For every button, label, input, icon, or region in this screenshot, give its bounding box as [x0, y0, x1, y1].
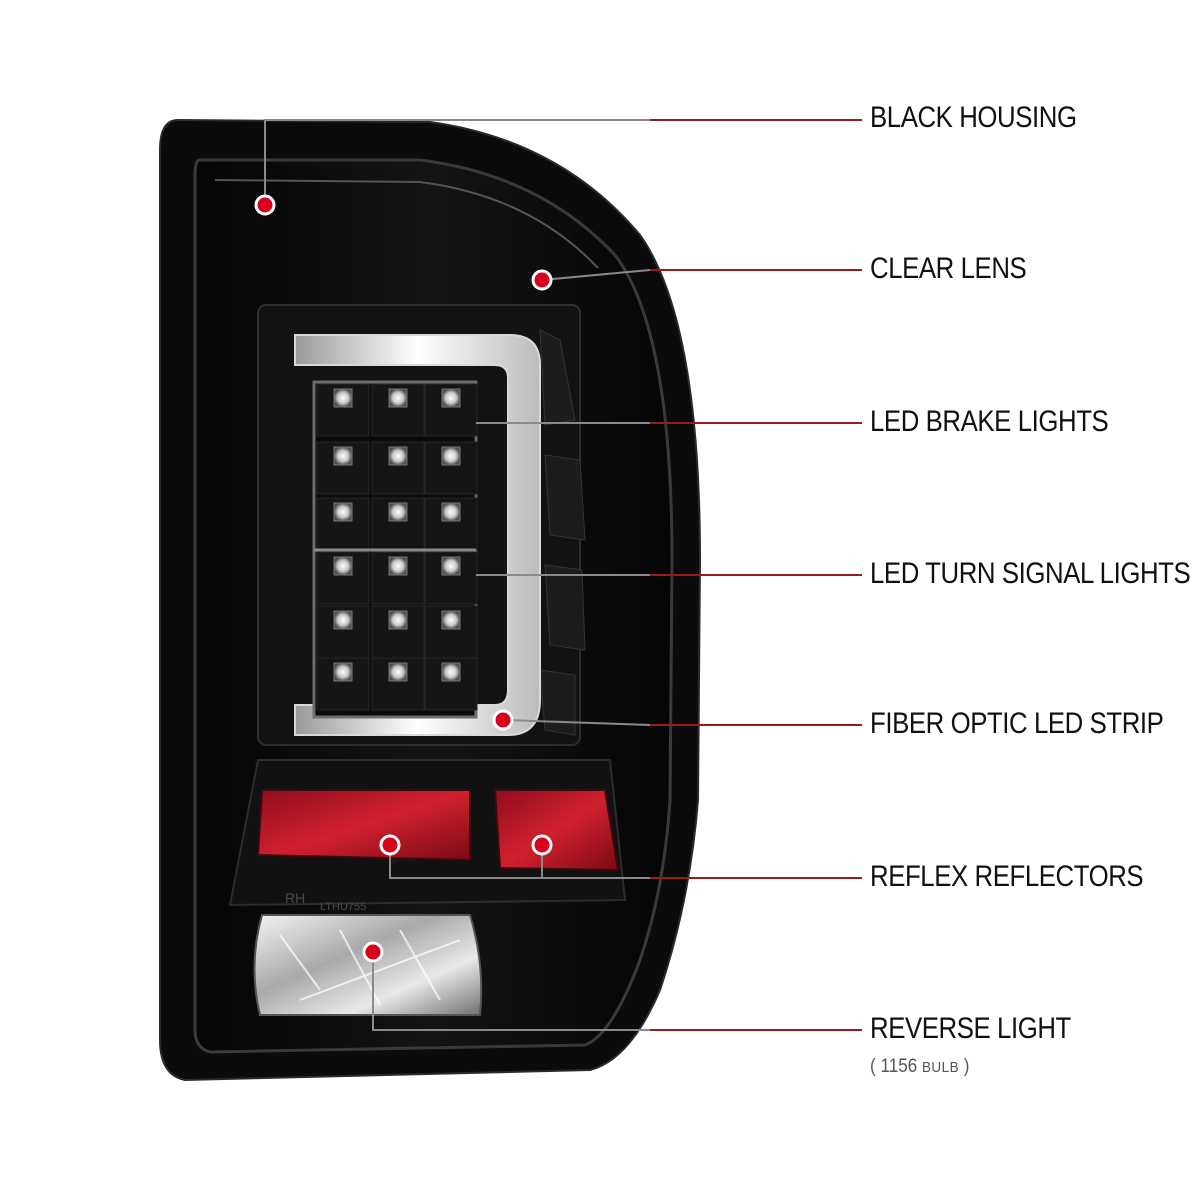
led-cell	[424, 497, 478, 551]
callout-fiber-optic-led-strip: FIBER OPTIC LED STRIP	[870, 707, 1164, 740]
led-emitter	[333, 502, 353, 522]
reverse-facets	[279, 929, 461, 1006]
callout-lines	[264, 119, 862, 1031]
callout-black-housing: BLACK HOUSING	[870, 101, 1077, 134]
led-emitter	[441, 446, 461, 466]
bulb-note-close: )	[963, 1056, 970, 1077]
fin-4	[539, 669, 576, 736]
led-emitter	[388, 556, 408, 576]
led-emitter	[441, 388, 461, 408]
led-emitter	[441, 556, 461, 576]
led-emitter	[388, 662, 408, 682]
led-cell	[424, 383, 478, 437]
fin-1	[539, 329, 576, 426]
dot-reflector-left	[379, 834, 401, 856]
bulb-note-open: (	[870, 1056, 876, 1077]
led-emitter	[333, 662, 353, 682]
part-marking-rh: RH	[285, 890, 305, 906]
dot-clear-lens	[531, 269, 553, 291]
callout-reverse-light: REVERSE LIGHT	[870, 1012, 1071, 1045]
callout-dots	[254, 194, 553, 963]
led-emitter	[441, 610, 461, 630]
reverse-bulb-note: ( 1156 BULB )	[870, 1056, 969, 1078]
reverse-lens	[253, 914, 483, 1016]
bulb-unit: BULB	[921, 1059, 960, 1076]
bulb-number: 1156	[880, 1056, 918, 1077]
fin-3	[544, 564, 586, 651]
lens-highlight	[214, 179, 599, 269]
callout-clear-lens: CLEAR LENS	[870, 252, 1027, 285]
led-emitter	[441, 502, 461, 522]
led-emitter	[333, 556, 353, 576]
led-emitter	[333, 388, 353, 408]
dot-fiber-strip	[492, 709, 514, 731]
fiber-optic-strip	[294, 334, 541, 736]
led-emitter	[388, 502, 408, 522]
dot-reverse-light	[362, 941, 384, 963]
dot-black-housing	[254, 194, 276, 216]
callout-led-brake-lights: LED BRAKE LIGHTS	[870, 405, 1109, 438]
led-emitter	[441, 662, 461, 682]
led-emitter	[333, 610, 353, 630]
callout-reflex-reflectors: REFLEX REFLECTORS	[870, 860, 1144, 893]
led-emitter	[388, 388, 408, 408]
dot-reflector-right	[531, 834, 553, 856]
led-grid	[314, 383, 478, 711]
callout-led-turn-signal-lights: LED TURN SIGNAL LIGHTS	[870, 557, 1191, 590]
reflector-left	[256, 789, 471, 862]
part-marking-code: LTHU755	[320, 901, 366, 913]
fin-2	[544, 454, 586, 541]
reflector-right	[493, 789, 620, 872]
led-emitter	[388, 610, 408, 630]
led-emitter	[388, 446, 408, 466]
led-cell	[371, 383, 425, 437]
led-emitter	[333, 446, 353, 466]
